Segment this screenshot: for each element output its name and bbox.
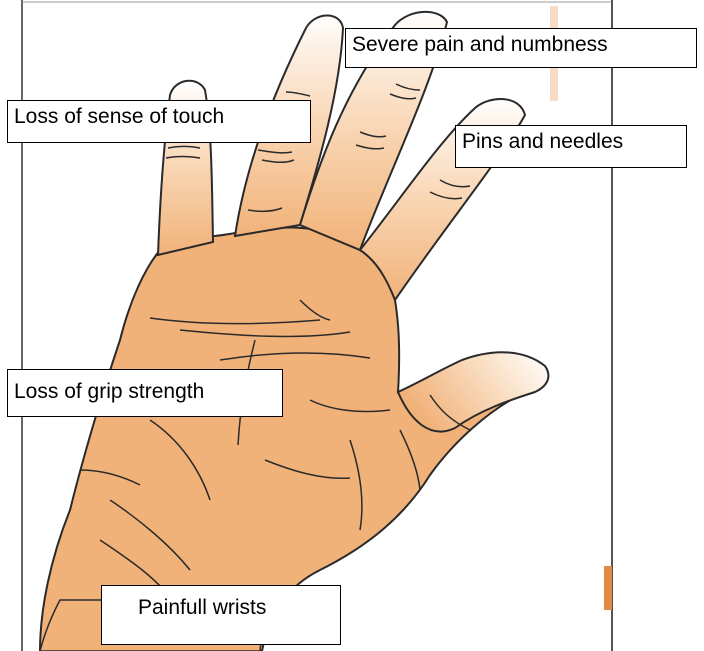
label-loss-of-touch: Loss of sense of touch xyxy=(7,100,311,143)
label-painful-wrists: Painfull wrists xyxy=(101,585,341,645)
label-grip-strength: Loss of grip strength xyxy=(7,369,283,417)
label-severe-pain: Severe pain and numbness xyxy=(345,28,697,68)
frame-mark-right xyxy=(604,566,612,610)
label-pins-and-needles: Pins and needles xyxy=(455,125,687,168)
